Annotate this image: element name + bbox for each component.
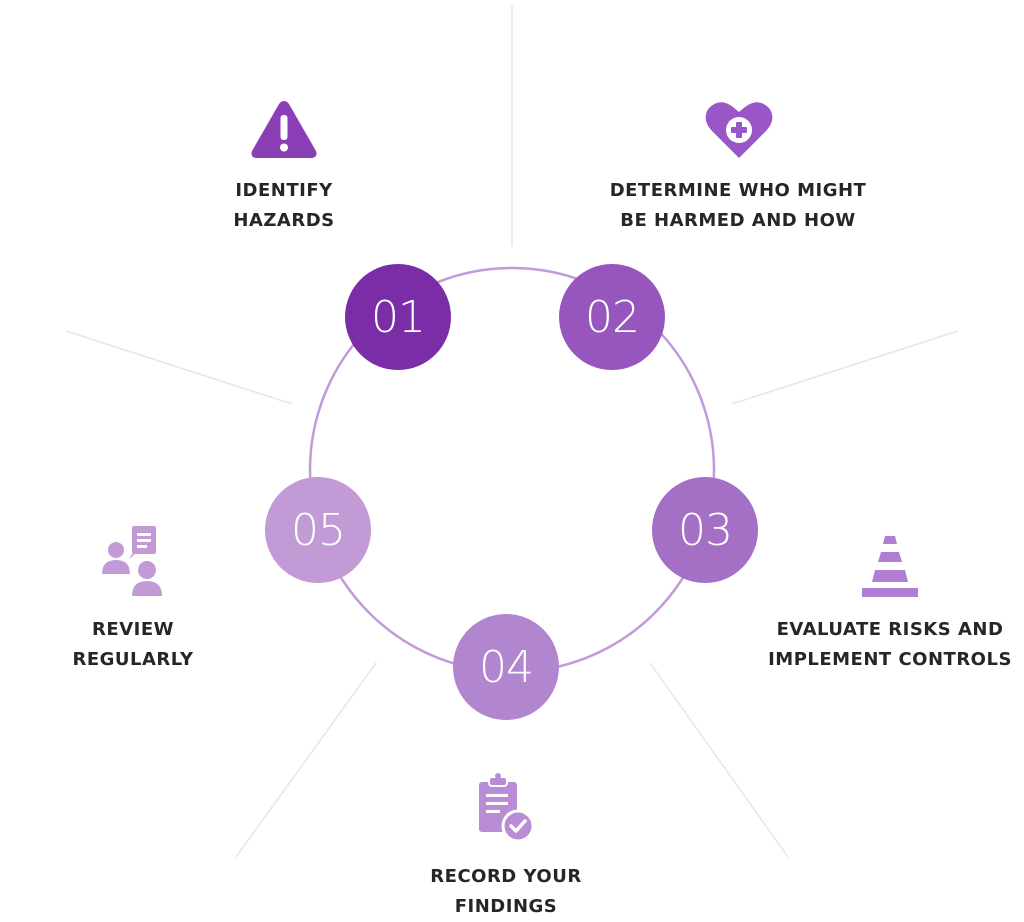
warning-triangle-icon: [251, 101, 317, 158]
step-circle-01: 01: [345, 264, 451, 370]
step-4-label-line1: RECORD YOUR: [430, 866, 582, 887]
step-circle-02: 02: [559, 264, 665, 370]
step-label-determine-who: DETERMINE WHO MIGHT BE HARMED AND HOW: [588, 176, 888, 236]
step-label-evaluate-risks: EVALUATE RISKS AND IMPLEMENT CONTROLS: [760, 615, 1020, 675]
step-number-05: 05: [291, 504, 346, 556]
step-circle-05: 05: [265, 477, 371, 583]
step-number-01: 01: [371, 291, 426, 343]
step-number-04: 04: [479, 641, 534, 693]
step-number-02: 02: [585, 291, 640, 343]
step-circle-03: 03: [652, 477, 758, 583]
clipboard-check-icon: [479, 773, 535, 842]
step-2-label-line1: DETERMINE WHO MIGHT: [609, 180, 867, 201]
step-circle-04: 04: [453, 614, 559, 720]
people-discussion-icon: [102, 526, 162, 596]
step-5-label-line2: REGULARLY: [72, 649, 194, 670]
step-4-label-line2: FINDINGS: [454, 896, 558, 917]
divider-line-lower-right: [649, 662, 789, 858]
step-3-label-line1: EVALUATE RISKS AND: [776, 619, 1004, 640]
step-label-identify-hazards: IDENTIFY HAZARDS: [174, 176, 394, 236]
step-1-label-line2: HAZARDS: [233, 210, 335, 231]
step-label-record-findings: RECORD YOUR FINDINGS: [400, 862, 612, 922]
heart-plus-icon: [705, 102, 773, 158]
divider-line-upper-left: [65, 330, 293, 405]
traffic-cone-icon: [862, 536, 918, 597]
step-5-label-line1: REVIEW: [92, 619, 174, 640]
step-3-label-line2: IMPLEMENT CONTROLS: [768, 649, 1012, 670]
step-1-label-line1: IDENTIFY: [235, 180, 333, 201]
step-2-label-line2: BE HARMED AND HOW: [620, 210, 856, 231]
divider-line-lower-left: [235, 662, 377, 858]
divider-line-upper-right: [731, 330, 959, 405]
step-label-review-regularly: REVIEW REGULARLY: [40, 615, 226, 675]
step-number-03: 03: [678, 504, 733, 556]
